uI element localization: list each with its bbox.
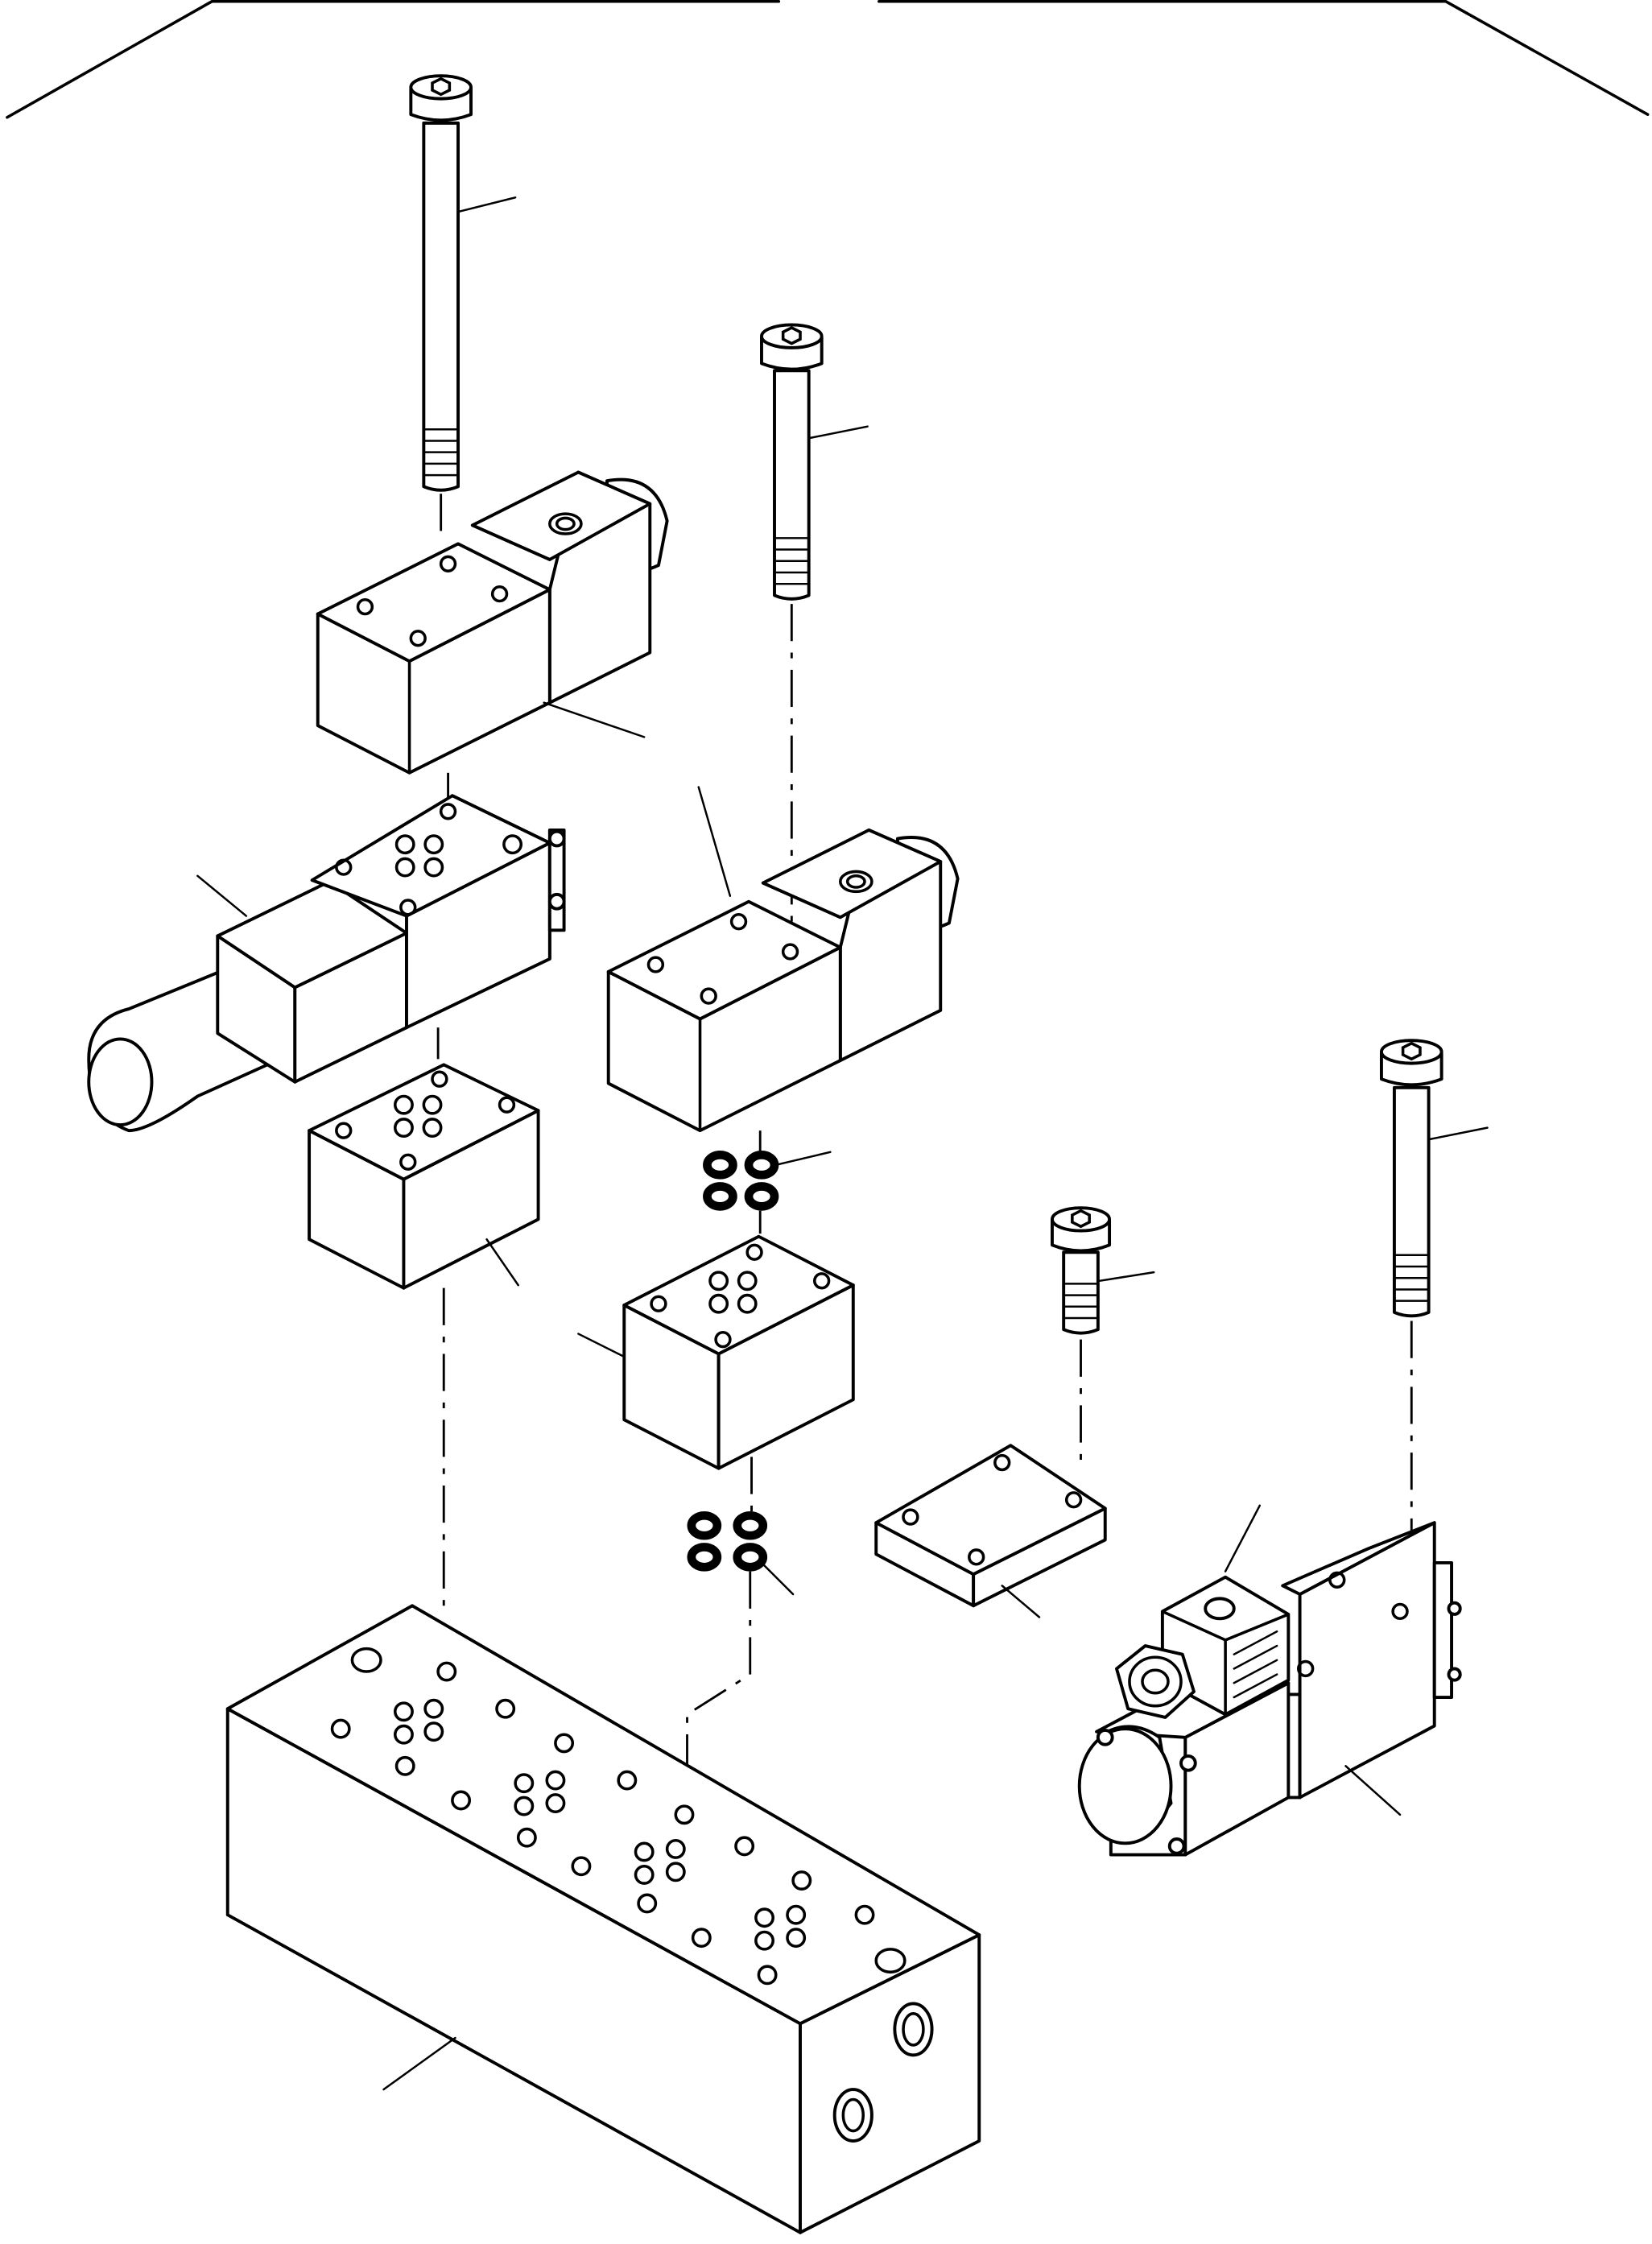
pressure-reducing-valve[interactable] — [87, 794, 566, 1133]
sandwich-module-left[interactable] — [308, 1063, 540, 1614]
manifold-block[interactable] — [225, 1604, 981, 2234]
sandwich-module-center[interactable] — [577, 1234, 855, 1515]
proportional-valve-with-connector[interactable] — [1077, 1504, 1462, 1857]
short-cap-screw[interactable] — [1050, 1206, 1155, 1472]
cover-plate[interactable] — [874, 1444, 1107, 1618]
solenoid-directional-valve-upper[interactable] — [316, 470, 669, 811]
solenoid-directional-valve-center[interactable] — [606, 786, 960, 1154]
long-cap-screw-right[interactable] — [1379, 1039, 1489, 1601]
frame-lines — [6, 0, 1650, 119]
o-ring-set-lower[interactable] — [686, 1510, 795, 1833]
long-cap-screw-upper-left[interactable] — [409, 74, 517, 541]
o-ring-set-upper[interactable] — [703, 1151, 832, 1234]
medium-cap-screw-center[interactable] — [760, 323, 869, 948]
